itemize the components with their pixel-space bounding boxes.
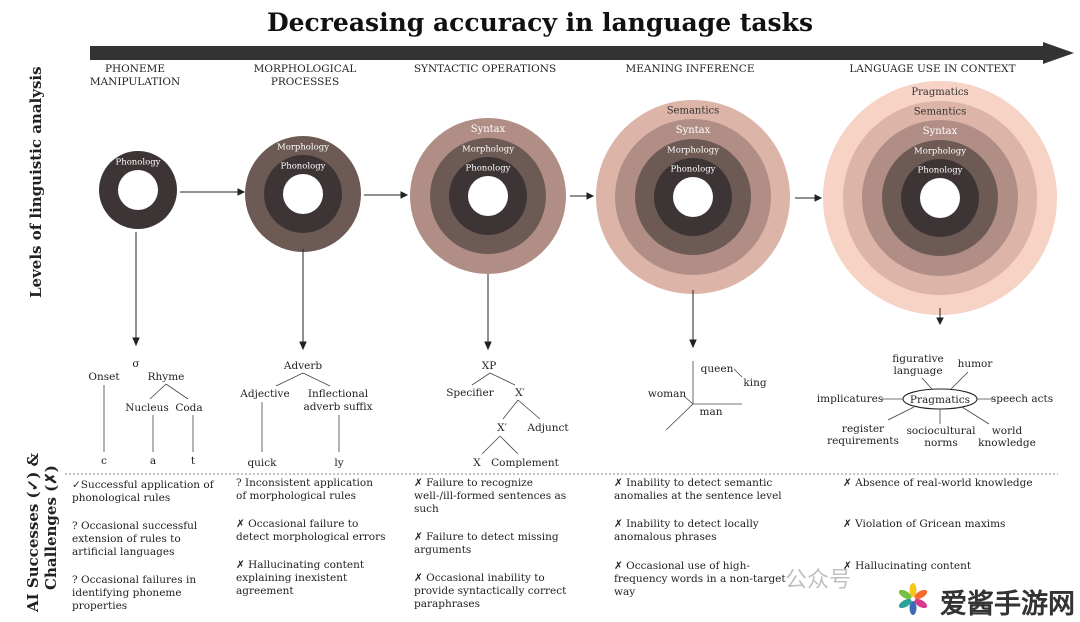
levels-circle-phonology: Phonology: [99, 151, 177, 229]
result-item: ✗ Hallucinating content explaining inexi…: [236, 559, 365, 597]
stage-phoneme: PHONEME MANIPULATION: [89, 63, 181, 88]
vector-word: man: [700, 406, 723, 418]
levels-axis-label: Levels of linguistic analysis: [27, 66, 45, 298]
vector-word: king: [743, 377, 766, 389]
phonology-label: Phonology: [116, 158, 161, 168]
result-item: ✗ Absence of real-world knowledge: [843, 477, 1033, 489]
result-item: ✗ Inability to detect locally anomalous …: [614, 518, 759, 543]
tree-node: Inflectional: [308, 388, 369, 400]
stage-syntax: SYNTACTIC OPERATIONS: [413, 63, 557, 75]
tree-leaf: a: [150, 455, 156, 467]
result-item: ? Occasional successful extension of rul…: [72, 520, 198, 558]
tree-node: Adjunct: [526, 422, 569, 434]
tree-node: Coda: [175, 402, 202, 414]
result-item: ✗ Hallucinating content: [843, 560, 972, 572]
ai-axis-label-2: Challenges (✗): [42, 465, 60, 590]
result-item: ✗ Inability to detect semantic anomalies…: [614, 477, 782, 502]
tree-leaf: t: [191, 455, 196, 467]
stage-meaning: MEANING INFERENCE: [625, 63, 755, 75]
result-item: ✓Successful application of phonological …: [72, 479, 214, 504]
levels-circle-pragmatics: Phonology Morphology Syntax Semantics Pragma…: [823, 81, 1057, 315]
core-hole: [468, 176, 508, 216]
pragmatics-node: requirements: [827, 435, 899, 447]
levels-circle-semantics: Phonology Morphology Syntax Semantics: [596, 100, 790, 294]
tree-node: Nucleus: [125, 402, 169, 414]
ai-axis-label: AI Successes (✓) &: [24, 452, 42, 612]
pragmatics-node: language: [893, 365, 942, 377]
phoneme-tree: σ Onset Rhyme Nucleus Coda c a t: [88, 358, 202, 467]
pragmatics-label: Pragmatics: [911, 87, 968, 98]
tree-leaf: X: [473, 457, 481, 469]
word-vector-space: queen king woman man: [648, 363, 767, 418]
pragmatics-node: sociocultural: [907, 425, 977, 437]
syntax-tree: XP Specifier X′ X′ Adjunct X Complement: [446, 360, 569, 469]
phonology-label: Phonology: [466, 164, 511, 174]
morphology-label: Morphology: [667, 146, 719, 156]
pragmatics-node: norms: [924, 437, 957, 449]
vector-word: woman: [648, 388, 687, 400]
syntax-label: Syntax: [676, 125, 711, 136]
core-hole: [283, 174, 323, 214]
pragmatics-node: world: [992, 425, 1023, 437]
stage-morphology: MORPHOLOGICAL PROCESSES: [253, 63, 357, 88]
pragmatics-node: figurative: [892, 353, 944, 365]
tree-node: Rhyme: [148, 371, 185, 383]
tree-node: σ: [132, 358, 139, 370]
tree-node: X′: [515, 387, 525, 399]
tree-node: XP: [482, 360, 497, 372]
pragmatics-center: Pragmatics: [910, 394, 970, 406]
morphology-label: Morphology: [914, 147, 966, 157]
result-item: ✗ Occasional inability to provide syntac…: [414, 572, 567, 610]
morphology-label: Morphology: [277, 143, 329, 153]
stage-arrows: [132, 188, 944, 351]
pragmatics-node: humor: [958, 358, 994, 370]
levels-circle-syntax: Phonology Morphology Syntax: [410, 118, 566, 274]
pragmatics-node: knowledge: [978, 437, 1036, 449]
phonology-label: Phonology: [918, 166, 963, 176]
phonology-label: Phonology: [671, 165, 716, 175]
syntax-label: Syntax: [923, 126, 958, 137]
tree-leaf: Complement: [491, 457, 560, 469]
result-item: ✗ Violation of Gricean maxims: [843, 518, 1006, 530]
site-watermark: 爱酱手游网: [940, 589, 1075, 620]
syntax-label: Syntax: [471, 124, 506, 135]
accuracy-arrow: [90, 42, 1074, 64]
phonology-label: Phonology: [281, 162, 326, 172]
tree-leaf: ly: [334, 457, 343, 469]
morphology-tree: Adverb Adjective Inflectional adverb suf…: [239, 360, 372, 469]
result-item: ✗ Occasional failure to detect morpholog…: [236, 518, 386, 543]
core-hole: [118, 170, 158, 210]
core-hole: [673, 177, 713, 217]
morphology-label: Morphology: [462, 145, 514, 155]
result-item: ✗ Occasional use of high-frequency words…: [614, 560, 786, 598]
tree-node: X′: [497, 422, 507, 434]
tree-lines: [103, 361, 995, 455]
pragmatics-node: implicatures: [817, 393, 884, 405]
tree-node: Specifier: [446, 387, 495, 399]
semantics-label: Semantics: [914, 107, 967, 118]
tree-node: Adverb: [283, 360, 322, 372]
stage-context: LANGUAGE USE IN CONTEXT: [849, 63, 1016, 75]
vector-word: queen: [701, 363, 734, 375]
pragmatics-map: Pragmatics figurative language humor imp…: [817, 353, 1053, 449]
pragmatics-node: register: [842, 423, 885, 435]
pragmatics-node: speech acts: [991, 393, 1053, 405]
levels-circle-morphology: Phonology Morphology: [245, 136, 361, 252]
tree-node: adverb suffix: [303, 401, 372, 413]
result-item: ? Inconsistent application of morphologi…: [236, 477, 373, 502]
wechat-watermark: 公众号: [785, 568, 852, 593]
tree-node: Onset: [88, 371, 120, 383]
semantics-label: Semantics: [667, 106, 720, 117]
diagram-title: Decreasing accuracy in language tasks: [266, 8, 814, 37]
tree-leaf: c: [101, 455, 107, 467]
tree-node: Adjective: [239, 388, 289, 400]
core-hole: [920, 178, 960, 218]
flower-logo-icon: [896, 582, 928, 615]
tree-leaf: quick: [247, 457, 277, 469]
result-item: ✗ Failure to recognize well-/ill-formed …: [414, 477, 567, 515]
result-item: ? Occasional failures in identifying pho…: [72, 574, 197, 612]
result-item: ✗ Failure to detect missing arguments: [414, 531, 559, 556]
